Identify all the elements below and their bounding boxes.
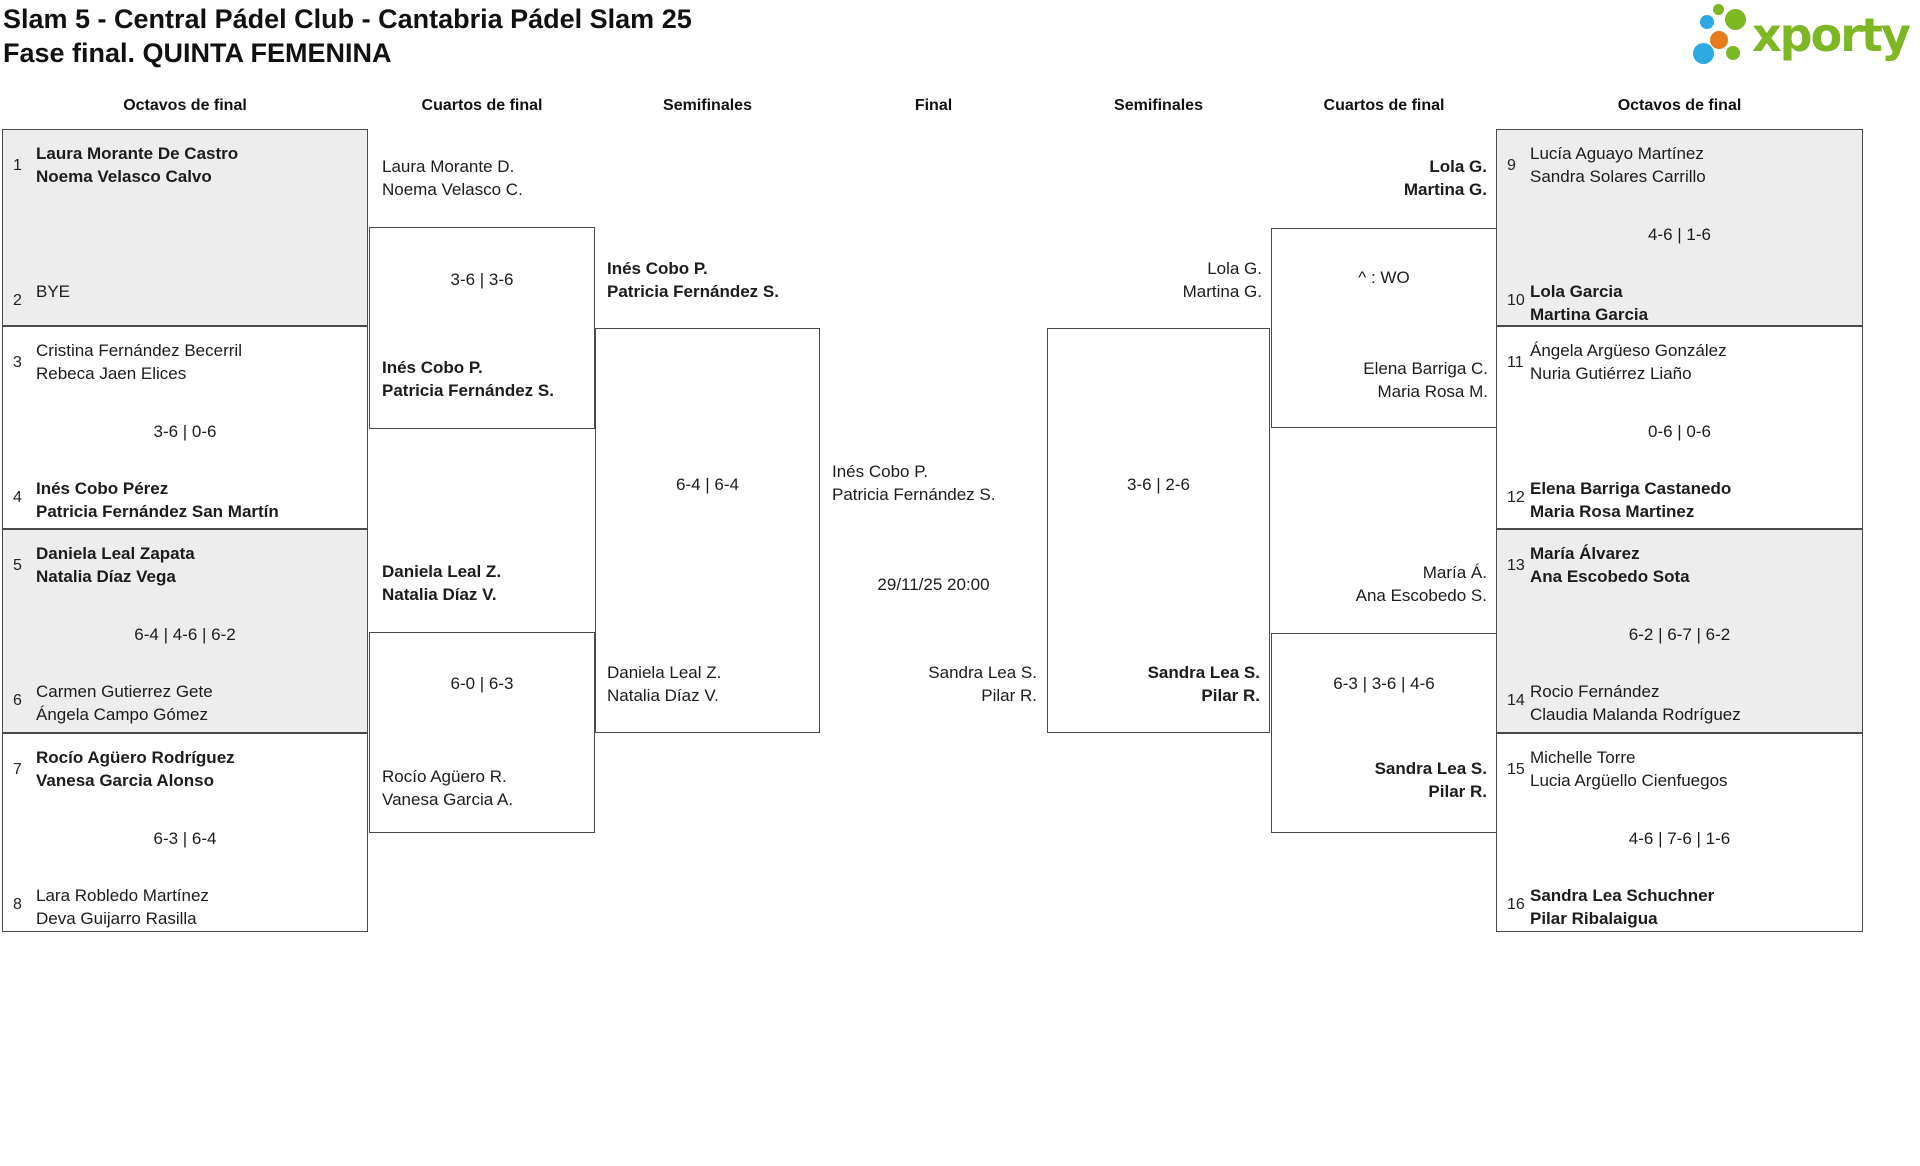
xporty-logo-text: xporty	[1752, 8, 1911, 62]
match-score: 3-6 | 3-6	[450, 270, 514, 289]
match-box-octavos-1-2: 1 Laura Morante De Castro Noema Velasco …	[2, 129, 368, 326]
match-score: 4-6 | 7-6 | 1-6	[1628, 829, 1731, 848]
team-names: Inés Cobo P. Patricia Fernández S.	[607, 259, 779, 301]
seed-number: 3	[13, 354, 22, 371]
match-score: 0-6 | 0-6	[1647, 422, 1711, 441]
team-names: Lola Garcia Martina Garcia	[1530, 282, 1649, 324]
team-names: Laura Morante D. Noema Velasco C.	[382, 157, 523, 199]
match-box-cuartos-1	[369, 227, 595, 429]
seed-number: 13	[1507, 557, 1525, 574]
seed-number: 8	[13, 896, 22, 913]
match-box-octavos-13-14: 13 María Álvarez Ana Escobedo Sota 6-2 |…	[1496, 529, 1863, 733]
logo-dot-green-large	[1725, 9, 1746, 30]
team-names: Lucía Aguayo Martínez Sandra Solares Car…	[1530, 144, 1706, 186]
team-names: Lola G. Martina G.	[1182, 259, 1262, 301]
seed-number: 5	[13, 557, 22, 574]
seed-number: 11	[1507, 354, 1524, 371]
team-names: Elena Barriga Castanedo Maria Rosa Marti…	[1530, 479, 1732, 521]
xporty-logo: xporty	[1690, 2, 1916, 70]
seed-number: 12	[1507, 489, 1525, 506]
match-score: 6-3 | 6-4	[153, 829, 217, 848]
team-names: Rocio Fernández Claudia Malanda Rodrígue…	[1530, 682, 1741, 724]
seed-number: 1	[13, 157, 22, 174]
team-names: Sandra Lea S. Pilar R.	[1374, 759, 1487, 801]
team-names: Daniela Leal Zapata Natalia Díaz Vega	[36, 544, 195, 586]
round-header-final: Final	[914, 97, 953, 114]
seed-number: 4	[13, 489, 22, 506]
logo-dot-blue-small	[1700, 15, 1714, 29]
team-names: María Álvarez Ana Escobedo Sota	[1530, 544, 1690, 586]
team-names: Ángela Argüeso González Nuria Gutiérrez …	[1530, 341, 1727, 383]
seed-number: 14	[1507, 692, 1525, 709]
logo-dot-green-small-top	[1713, 4, 1724, 15]
team-names: Carmen Gutierrez Gete Ángela Campo Gómez	[36, 682, 213, 724]
seed-number: 7	[13, 761, 22, 778]
team-names: Inés Cobo P. Patricia Fernández S.	[382, 358, 554, 400]
team-names: Lara Robledo Martínez Deva Guijarro Rasi…	[36, 886, 209, 928]
match-score: 6-4 | 6-4	[675, 475, 739, 494]
match-score: 3-6 | 2-6	[1126, 475, 1190, 494]
match-score: 3-6 | 0-6	[153, 422, 217, 441]
match-box-semifinal-1	[595, 328, 820, 733]
tournament-title: Slam 5 - Central Pádel Club - Cantabria …	[3, 4, 692, 34]
round-header-cuartos-right: Cuartos de final	[1323, 97, 1445, 114]
logo-dot-green-small-bottom	[1726, 46, 1740, 60]
team-names: Inés Cobo Pérez Patricia Fernández San M…	[36, 479, 279, 521]
round-header-semis-left: Semifinales	[663, 97, 752, 114]
match-score: 6-3 | 3-6 | 4-6	[1333, 674, 1435, 693]
match-box-octavos-3-4: 3 Cristina Fernández Becerril Rebeca Jae…	[2, 326, 368, 529]
page-header: Slam 5 - Central Pádel Club - Cantabria …	[3, 2, 692, 70]
phase-title: Fase final. QUINTA FEMENINA	[3, 38, 392, 68]
seed-number: 2	[13, 292, 22, 309]
seed-number: 15	[1507, 761, 1525, 778]
match-box-octavos-7-8: 7 Rocío Agüero Rodríguez Vanesa Garcia A…	[2, 733, 368, 932]
team-names: Rocío Agüero Rodríguez Vanesa Garcia Alo…	[36, 748, 235, 790]
team-names: Sandra Lea Schuchner Pilar Ribalaigua	[1530, 886, 1715, 928]
team-names: Michelle Torre Lucia Argüello Cienfuegos	[1530, 748, 1728, 790]
round-header-octavos-left: Octavos de final	[123, 97, 247, 114]
match-box-cuartos-3	[1271, 228, 1497, 428]
match-score: ^ : WO	[1358, 268, 1410, 287]
match-box-octavos-11-12: 11 Ángela Argüeso González Nuria Gutiérr…	[1496, 326, 1863, 529]
match-box-octavos-15-16: 15 Michelle Torre Lucia Argüello Cienfue…	[1496, 733, 1863, 932]
seed-number: 10	[1507, 292, 1525, 309]
final-team-names: Sandra Lea S. Pilar R.	[928, 663, 1037, 705]
team-names: Daniela Leal Z. Natalia Díaz V.	[382, 562, 502, 604]
match-score: 6-0 | 6-3	[450, 674, 514, 693]
team-names: Sandra Lea S. Pilar R.	[1147, 663, 1260, 705]
final-match-datetime: 29/11/25 20:00	[877, 575, 990, 594]
logo-dot-orange	[1710, 31, 1728, 49]
match-score: 6-4 | 4-6 | 6-2	[134, 625, 236, 644]
team-names: Laura Morante De Castro Noema Velasco Ca…	[36, 144, 239, 186]
team-names: Cristina Fernández Becerril Rebeca Jaen …	[36, 341, 242, 383]
team-names: Lola G. Martina G.	[1403, 157, 1487, 199]
seed-number: 9	[1507, 157, 1516, 174]
logo-dot-blue-large	[1693, 43, 1714, 64]
seed-number: 16	[1507, 896, 1525, 913]
team-names: Elena Barriga C. Maria Rosa M.	[1363, 359, 1488, 401]
match-box-cuartos-2	[369, 632, 595, 833]
team-names: María Á. Ana Escobedo S.	[1355, 563, 1487, 605]
round-header-octavos-right: Octavos de final	[1617, 97, 1742, 114]
team-names: Daniela Leal Z. Natalia Díaz V.	[607, 663, 722, 705]
round-header-cuartos-left: Cuartos de final	[421, 97, 543, 114]
match-box-cuartos-4	[1271, 633, 1497, 833]
match-box-semifinal-2	[1047, 328, 1270, 733]
team-names: BYE	[36, 282, 71, 301]
round-header-semis-right: Semifinales	[1114, 97, 1203, 114]
match-score: 4-6 | 1-6	[1647, 225, 1711, 244]
match-box-octavos-5-6: 5 Daniela Leal Zapata Natalia Díaz Vega …	[2, 529, 368, 733]
match-score: 6-2 | 6-7 | 6-2	[1628, 625, 1731, 644]
team-names: Rocío Agüero R. Vanesa Garcia A.	[382, 767, 514, 809]
match-box-octavos-9-10: 9 Lucía Aguayo Martínez Sandra Solares C…	[1496, 129, 1863, 326]
seed-number: 6	[13, 692, 22, 709]
final-team-names: Inés Cobo P. Patricia Fernández S.	[832, 462, 996, 504]
